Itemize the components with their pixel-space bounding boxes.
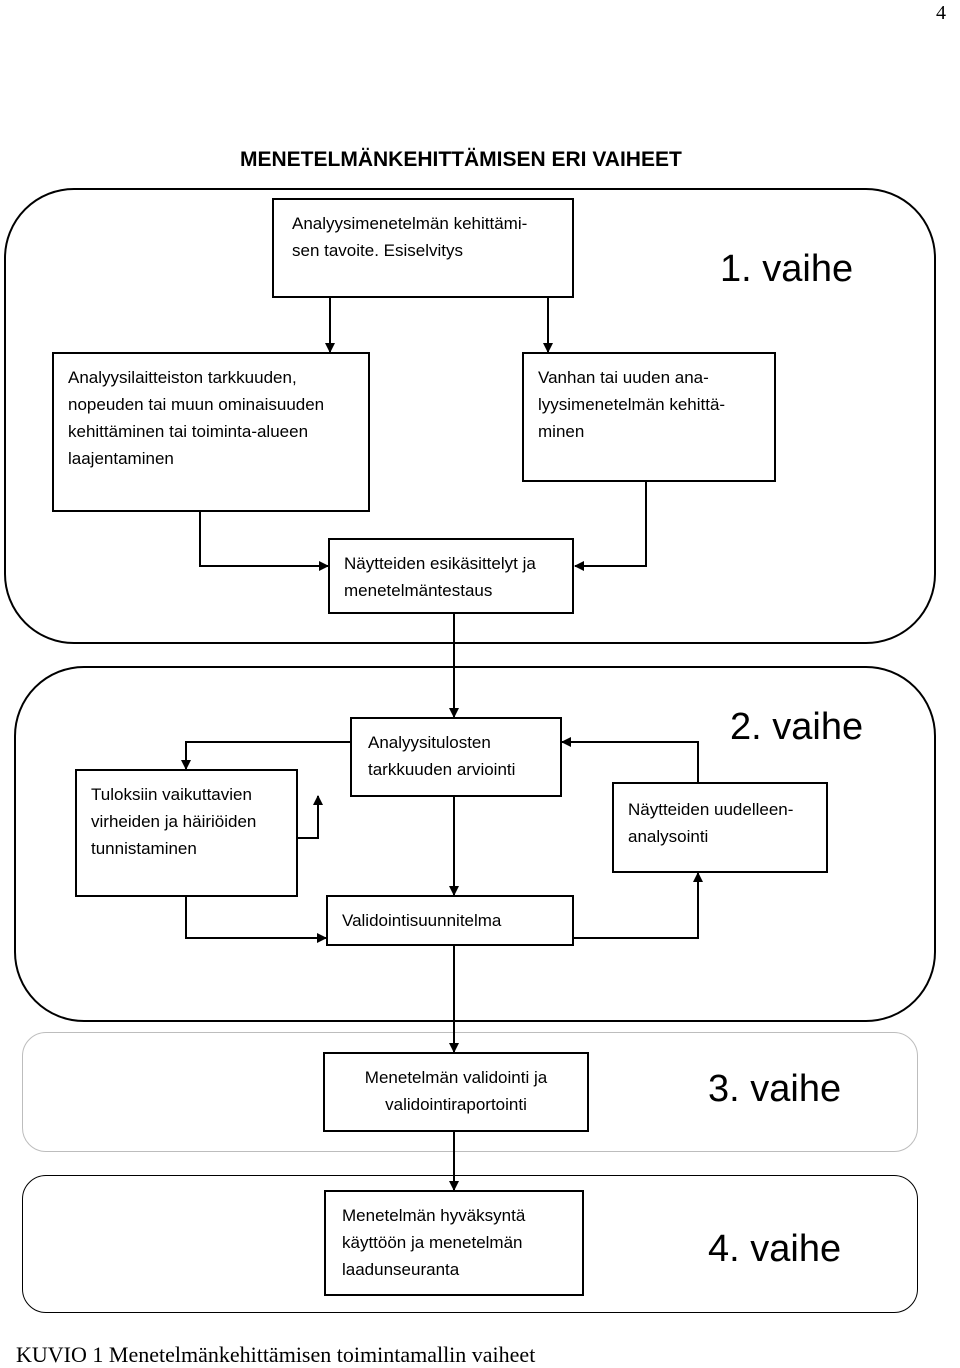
phase-1-container [4,188,936,644]
box-reanalysis-line: Näytteiden uudelleen- [628,800,794,819]
box-accuracy-line: tarkkuuden arviointi [368,760,516,779]
arrow-reanalysis-to-accuracy [561,737,699,782]
box-pretreatment-line: Näytteiden esikäsittelyt ja [344,554,536,573]
box-pretreatment-line: menetelmäntestaus [344,581,493,600]
page-number: 4 [936,2,946,24]
arrow-errors-to-validation-plan [185,897,327,943]
diagram-title: MENETELMÄNKEHITTÄMISEN ERI VAIHEET [240,148,682,171]
box-approval-line: laadunseuranta [342,1260,460,1279]
phase-3-label: 3. vaihe [708,1068,842,1110]
box-errors-line: tunnistaminen [91,839,197,858]
box-goal-line: Analyysimenetelmän kehittämi- [292,214,528,233]
box-method-line: lyysimenetelmän kehittä- [538,395,726,414]
box-reanalysis-line: analysointi [628,827,709,846]
box-method-validation: Menetelmän validointi ja validointirapor… [323,1052,589,1132]
phase-3-container [22,1032,918,1152]
box-approval-line: käyttöön ja menetelmän [342,1233,523,1252]
box-error-identification: Tuloksiin vaikuttavien virheiden ja häir… [75,769,298,897]
box-validation-plan: Validointisuunnitelma [326,895,574,946]
box-approval-line: Menetelmän hyväksyntä [342,1206,526,1225]
box-validation-line: validointiraportointi [385,1095,527,1114]
phase-2-label: 2. vaihe [730,706,864,748]
arrow-accuracy-to-errors [181,741,350,770]
box-validation-plan-line: Validointisuunnitelma [342,911,502,930]
box-equipment-line: Analyysilaitteiston tarkkuuden, [68,368,297,387]
box-sample-pretreatment: Näytteiden esikäsittelyt ja menetelmänte… [328,538,574,614]
phase-4-label: 4. vaihe [708,1228,842,1270]
box-goal-line: sen tavoite. Esiselvitys [292,241,464,260]
box-method-development: Vanhan tai uuden ana- lyysimenetelmän ke… [522,352,776,482]
box-accuracy-evaluation: Analyysitulosten tarkkuuden arviointi [350,717,562,797]
phase-2-container [14,666,936,1022]
box-equipment-development: Analyysilaitteiston tarkkuuden, nopeuden… [52,352,370,512]
box-validation-line: Menetelmän validointi ja [364,1068,548,1087]
phase-1-label: 1. vaihe [720,248,854,290]
box-sample-reanalysis: Näytteiden uudelleen- analysointi [612,782,828,873]
box-method-line: minen [538,422,585,441]
arrow-validation-plan-to-reanalysis [574,872,703,939]
arrow-errors-to-accuracy [298,795,323,839]
figure-caption: KUVIO 1 Menetelmänkehittämisen toimintam… [16,1342,536,1367]
box-errors-line: virheiden ja häiriöiden [91,812,257,831]
box-equipment-line: nopeuden tai muun ominaisuuden [68,395,325,414]
box-accuracy-line: Analyysitulosten [368,733,491,752]
box-method-approval: Menetelmän hyväksyntä käyttöön ja menete… [324,1190,584,1296]
arrow-method-to-pretreatment [574,482,647,571]
phase-4-container [22,1175,918,1313]
box-goal-presurvey: Analyysimenetelmän kehittämi- sen tavoit… [272,198,574,298]
box-method-line: Vanhan tai uuden ana- [538,368,709,387]
arrow-equipment-to-pretreatment [199,512,329,571]
box-equipment-line: laajentaminen [68,449,174,468]
box-equipment-line: kehittäminen tai toiminta-alueen [68,422,309,441]
box-errors-line: Tuloksiin vaikuttavien [91,785,252,804]
